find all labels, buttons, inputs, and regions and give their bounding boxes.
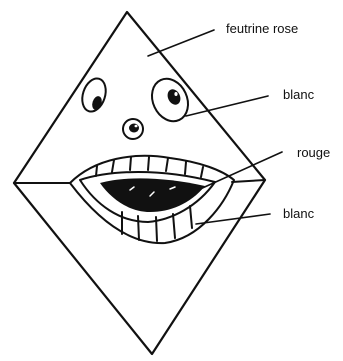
- label-feutrine-rose: feutrine rose: [226, 22, 298, 35]
- leader-feutrine: [148, 30, 214, 56]
- nose: [123, 119, 143, 139]
- label-blanc-teeth: blanc: [283, 207, 314, 220]
- left-eye: [78, 75, 109, 114]
- right-eye: [145, 73, 194, 127]
- label-rouge: rouge: [297, 146, 330, 159]
- leader-rouge: [198, 152, 282, 190]
- label-blanc-eye: blanc: [283, 88, 314, 101]
- leader-blanc-teeth: [196, 214, 270, 224]
- mouth: [70, 156, 234, 243]
